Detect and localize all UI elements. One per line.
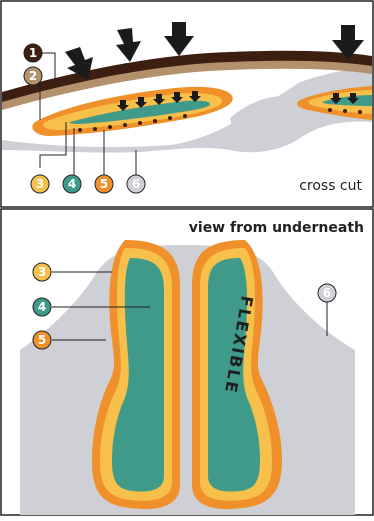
marker-5-bottom: 5 — [33, 331, 51, 349]
marker-4-top: 4 — [63, 175, 81, 193]
marker-1: 1 — [24, 44, 42, 62]
svg-text:2: 2 — [29, 69, 37, 83]
svg-text:1: 1 — [29, 46, 37, 60]
svg-text:4: 4 — [38, 300, 46, 314]
marker-6-top: 6 — [127, 175, 145, 193]
underneath-caption: view from underneath — [189, 220, 364, 236]
marker-3-top: 3 — [31, 175, 49, 193]
svg-text:6: 6 — [323, 286, 331, 300]
marker-4-bottom: 4 — [33, 298, 51, 316]
svg-text:5: 5 — [38, 333, 46, 347]
svg-text:4: 4 — [68, 177, 76, 191]
marker-2: 2 — [24, 67, 42, 85]
svg-text:3: 3 — [36, 177, 44, 191]
cross-cut-caption: cross cut — [299, 178, 362, 194]
svg-text:6: 6 — [132, 177, 140, 191]
marker-6-bottom: 6 — [318, 284, 336, 302]
svg-text:5: 5 — [100, 177, 108, 191]
marker-5-top: 5 — [95, 175, 113, 193]
svg-text:3: 3 — [38, 265, 46, 279]
marker-3-bottom: 3 — [33, 263, 51, 281]
